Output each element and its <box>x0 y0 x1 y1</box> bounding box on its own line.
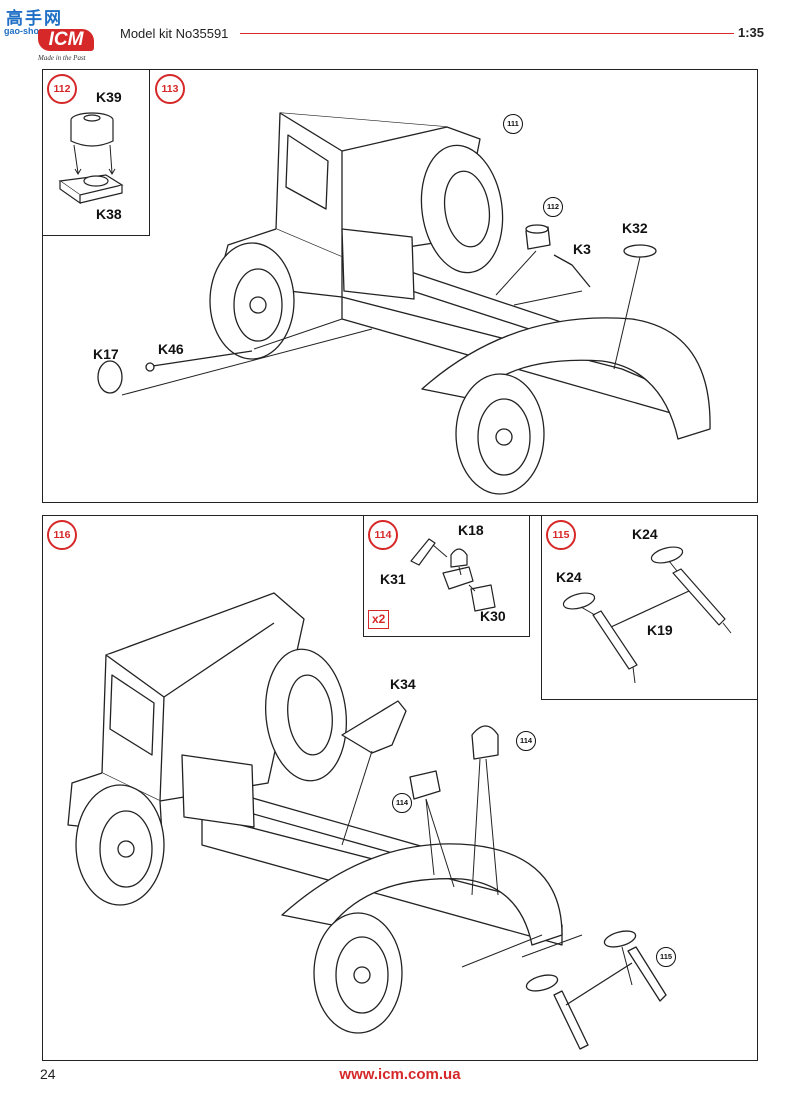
part-label-k31: K31 <box>380 571 406 587</box>
icm-logo: ICM <box>38 29 94 51</box>
page-number: 24 <box>40 1066 56 1082</box>
step-112-badge: 112 <box>47 74 77 104</box>
kit-title: Model kit No35591 <box>120 26 229 41</box>
step-115-drawing <box>562 546 732 684</box>
quantity-badge: x2 <box>368 610 390 629</box>
part-label-k34: K34 <box>390 676 416 692</box>
header-rule <box>240 33 734 34</box>
ref-step-112: 112 <box>543 197 563 217</box>
part-label-k19: K19 <box>647 622 673 638</box>
site-logo-text: 高手网 <box>6 9 63 29</box>
icm-tagline: Made in the Past <box>38 54 86 62</box>
step-114-badge: 114 <box>368 520 398 550</box>
ref-step-115: 115 <box>656 947 676 967</box>
kit-scale: 1:35 <box>738 25 765 40</box>
part-label-k46: K46 <box>158 341 184 357</box>
part-label-k32: K32 <box>622 220 648 236</box>
step-115-badge: 115 <box>546 520 576 550</box>
step-116-truck-drawing <box>67 592 667 1050</box>
part-label-k24-left: K24 <box>556 569 582 585</box>
ref-step-114-a: 114 <box>516 731 536 751</box>
website-link[interactable]: www.icm.com.ua <box>339 1066 461 1083</box>
ref-step-114-b: 114 <box>392 793 412 813</box>
step-116-badge: 116 <box>47 520 77 550</box>
step-113-badge: 113 <box>155 74 185 104</box>
step-113-truck-drawing <box>97 112 711 495</box>
part-label-k39: K39 <box>96 89 122 105</box>
ref-step-111: 111 <box>503 114 523 134</box>
part-label-k18: K18 <box>458 522 484 538</box>
step-114-drawing <box>410 538 496 612</box>
part-label-k17: K17 <box>93 346 119 362</box>
part-label-k30: K30 <box>480 608 506 624</box>
part-label-k24-top: K24 <box>632 526 658 542</box>
part-label-k3: K3 <box>573 241 591 257</box>
part-label-k38: K38 <box>96 206 122 222</box>
site-logo-url: gao-shou.com <box>4 26 66 36</box>
step-112-drawing <box>58 112 124 205</box>
